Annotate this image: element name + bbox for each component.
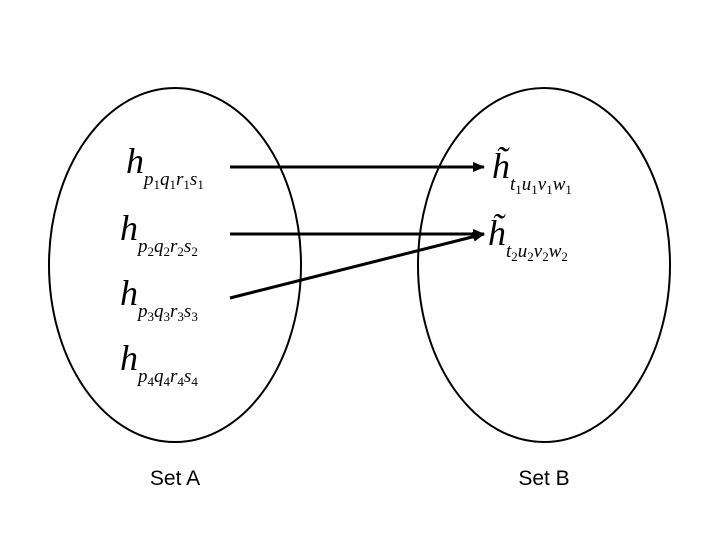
mapping-arrows: [229, 162, 485, 300]
subscript-letter: r: [176, 169, 184, 190]
subscript-letter: v: [534, 241, 543, 262]
set-b-label: Set B: [518, 467, 569, 490]
subscript-letter: q: [154, 236, 164, 257]
set-b-ellipse: [417, 87, 671, 443]
subscript-index: 1: [170, 177, 177, 192]
set-a-element-2: hp2q2r2s2: [120, 208, 198, 259]
subscript-index: 4: [164, 374, 171, 389]
subscript-index: 3: [164, 309, 171, 324]
subscript-index: 2: [542, 249, 549, 264]
subscript-letter: w: [549, 241, 562, 262]
subscript-index: 2: [527, 249, 534, 264]
subscript-index: 1: [565, 182, 572, 197]
subscript-letter: s: [184, 301, 191, 322]
subscript-index: 4: [191, 374, 198, 389]
set-b-element-2: h̃t2u2v2w2: [488, 213, 568, 264]
subscript-letter: q: [154, 301, 164, 322]
subscript-letter: p: [136, 236, 148, 257]
subscript-index: 2: [148, 244, 155, 259]
set-a-element-4: hp4q4r4s4: [120, 338, 198, 389]
set-a-element-3: hp3q3r3s3: [120, 273, 198, 324]
subscript-index: 3: [177, 309, 184, 324]
subscript-letter: p: [142, 169, 154, 190]
subscript-letter: q: [160, 169, 170, 190]
subscript-letter: p: [136, 366, 148, 387]
subscript-letter: u: [522, 174, 532, 195]
subscript-index: 4: [148, 374, 155, 389]
subscript-letter: u: [518, 241, 528, 262]
set-a-element-1: hp1q1r1s1: [126, 141, 204, 192]
subscript-index: 1: [154, 177, 161, 192]
subscript-letter: r: [170, 301, 178, 322]
subscript-index: 2: [511, 249, 518, 264]
subscript-letter: v: [538, 174, 547, 195]
subscript-letter: s: [190, 169, 197, 190]
subscript-index: 1: [515, 182, 522, 197]
subscript-letter: q: [154, 366, 164, 387]
subscript-index: 4: [177, 374, 184, 389]
subscript-index: 1: [531, 182, 538, 197]
set-a-ellipse: [48, 87, 302, 443]
subscript-index: 2: [561, 249, 568, 264]
subscript-letter: s: [184, 366, 191, 387]
element-base: h: [126, 141, 144, 181]
subscript-letter: t: [506, 241, 512, 262]
subscript-letter: t: [510, 174, 516, 195]
mapping-arrow-3: [229, 231, 485, 300]
subscript-letter: w: [553, 174, 566, 195]
element-base: h̃: [492, 146, 511, 186]
subscript-index: 1: [183, 177, 190, 192]
element-base: h: [120, 273, 138, 313]
subscript-letter: s: [184, 236, 191, 257]
subscript-index: 2: [164, 244, 171, 259]
subscript-letter: r: [170, 236, 178, 257]
subscript-index: 3: [148, 309, 155, 324]
subscript-index: 1: [197, 177, 204, 192]
element-base: h: [120, 208, 138, 248]
element-base: h: [120, 338, 138, 378]
subscript-index: 2: [177, 244, 184, 259]
subscript-letter: r: [170, 366, 178, 387]
subscript-index: 1: [546, 182, 553, 197]
element-base: h̃: [488, 213, 507, 253]
set-b-element-1: h̃t1u1v1w1: [492, 146, 572, 197]
subscript-index: 2: [191, 244, 198, 259]
subscript-index: 3: [191, 309, 198, 324]
set-a-label: Set A: [150, 467, 200, 490]
subscript-letter: p: [136, 301, 148, 322]
